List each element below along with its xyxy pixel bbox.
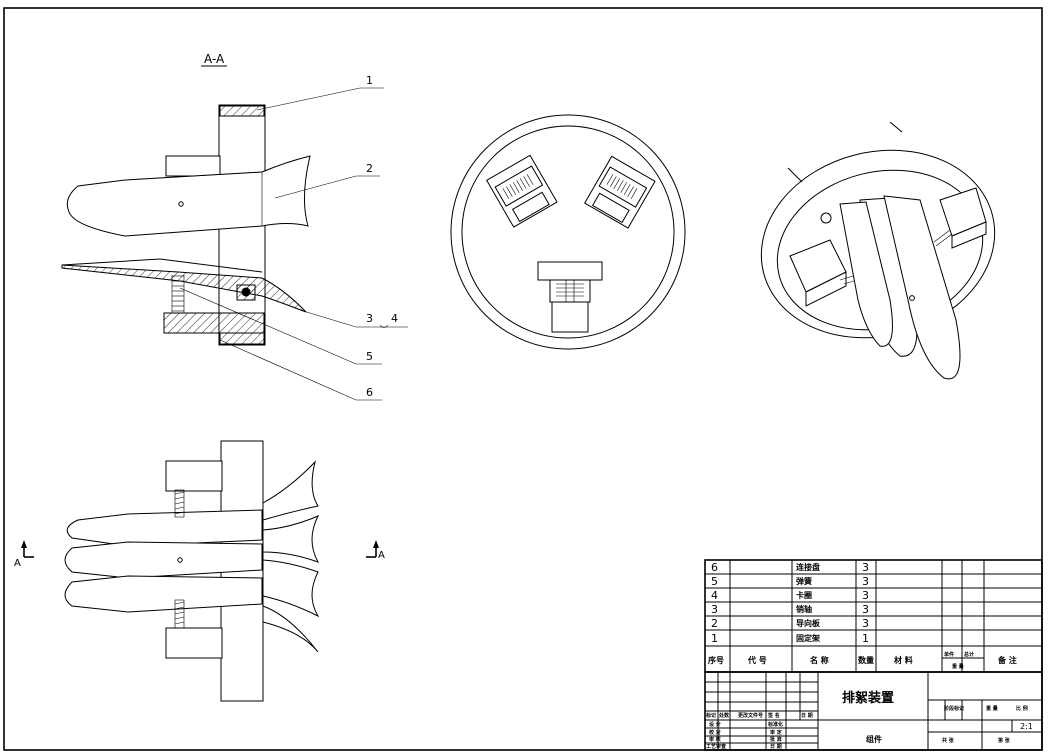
header-qty: 数量: [858, 655, 874, 665]
parts-row-3-name: 销轴: [796, 604, 812, 614]
parts-row-6-seq: 6: [711, 561, 718, 574]
parts-row-3-qty: 3: [862, 603, 869, 616]
top-view: [450, 114, 686, 350]
header-material: 材 料: [894, 655, 913, 665]
rev-date: 日 期: [801, 712, 813, 719]
sign-ratify: 批 准: [770, 736, 782, 743]
rev-mark: 标记: [705, 712, 716, 719]
sign-approve: 审 定: [770, 729, 782, 736]
header-weight: 重 量: [952, 663, 964, 670]
drawing-title: 排絮装置: [842, 690, 894, 706]
weight-label: 重 量: [986, 705, 998, 712]
sign-design: 设 计: [709, 721, 721, 728]
parts-row-5-name: 弹簧: [796, 576, 812, 586]
parts-row-4-qty: 3: [862, 589, 869, 602]
parts-row-4-seq: 4: [711, 589, 718, 602]
callout-6: 6: [366, 386, 373, 399]
parts-row-6-name: 连接盘: [796, 562, 820, 572]
sign-date: 日 期: [770, 743, 782, 750]
sign-check: 校 对: [709, 729, 721, 736]
header-name: 名 称: [810, 655, 829, 665]
callout-2: 2: [366, 162, 373, 175]
parts-row-2-seq: 2: [711, 617, 718, 630]
rev-doc: 更改文件号: [738, 712, 763, 719]
stage-mark-label: 阶段标记: [944, 705, 964, 712]
parts-row-5-qty: 3: [862, 575, 869, 588]
title-block: 排絮装置 组件 标记 处数 更改文件号 签 名 日 期 设 计 标准化 校 对 …: [704, 671, 1043, 751]
section-label: A-A: [204, 52, 225, 66]
sheet-number: 第 张: [998, 737, 1011, 744]
header-unit-weight: 单件: [944, 651, 954, 658]
section-mark-right: A: [378, 550, 385, 561]
rev-sign: 签 名: [767, 712, 780, 719]
header-total-weight: 总计: [964, 651, 974, 658]
header-remark: 备 注: [997, 655, 1017, 665]
callout-3: 3: [366, 312, 373, 325]
section-view-a-a: A-A: [61, 52, 408, 401]
parts-row-4-name: 卡圈: [796, 590, 812, 600]
front-view: A A: [14, 440, 385, 702]
parts-row-1-name: 固定架: [796, 633, 820, 643]
parts-row-1-seq: 1: [711, 632, 718, 645]
assembly-label: 组件: [866, 734, 882, 744]
sign-standard: 标准化: [767, 721, 783, 728]
parts-row-2-qty: 3: [862, 617, 869, 630]
sign-process: 工艺审查: [706, 743, 727, 750]
parts-row-5-seq: 5: [711, 575, 718, 588]
section-mark-left: A: [14, 558, 21, 569]
sheets-total: 共 张: [942, 737, 955, 744]
callout-5: 5: [366, 350, 373, 363]
parts-row-1-qty: 1: [862, 632, 869, 645]
parts-row-3-seq: 3: [711, 603, 718, 616]
callout-4: 4: [391, 312, 398, 325]
header-seq: 序号: [708, 655, 724, 665]
sign-review: 审 核: [709, 736, 721, 743]
parts-row-2-name: 导向板: [796, 618, 821, 628]
rev-count: 处数: [718, 712, 730, 719]
isometric-view: [760, 121, 996, 380]
drawing-frame: [3, 7, 1043, 751]
parts-row-6-qty: 3: [862, 561, 869, 574]
scale-label: 比 例: [1016, 705, 1028, 712]
scale-value: 2:1: [1020, 722, 1033, 731]
callout-1: 1: [366, 74, 373, 87]
header-code: 代 号: [747, 655, 767, 665]
parts-list: 6 连接盘 3 5 弹簧 3 4 卡圈 3 3 销轴 3 2 导向板 3 1 固…: [704, 559, 1043, 673]
